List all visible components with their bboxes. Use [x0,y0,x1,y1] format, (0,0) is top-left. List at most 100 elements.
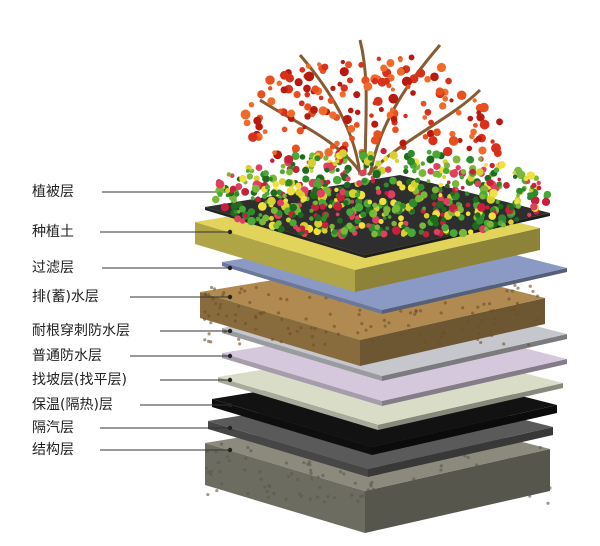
plant-foliage [408,198,418,208]
plant-foliage [475,168,484,176]
plant-foliage [441,217,446,222]
texture-grain [437,481,441,485]
plant-foliage [255,164,263,171]
plant-foliage [426,149,432,155]
plant-foliage [399,184,406,191]
plant-foliage [277,225,285,233]
texture-grain [382,318,387,322]
plant-foliage [530,196,540,205]
plant-foliage [497,203,504,210]
tree-flower [476,110,482,116]
texture-grain [220,482,224,486]
tree-flower [281,126,288,133]
tree-flower [376,56,382,62]
texture-grain [218,306,222,310]
texture-grain [202,317,207,321]
plant-foliage [443,167,450,175]
texture-grain [439,335,444,339]
tree-flower [329,111,337,119]
texture-grain [225,455,229,459]
tree-branch [259,98,364,176]
layer-filter-left-side [222,262,382,314]
plant-foliage [314,214,322,222]
plant-foliage [247,208,256,216]
tree-flower [353,121,360,128]
texture-grain [322,500,326,504]
plant-foliage [273,222,280,230]
plant-foliage [226,172,231,177]
texture-grain [520,465,524,469]
texture-grain [308,295,312,300]
plant-foliage [239,175,247,183]
tree-flower [496,118,503,126]
plant-foliage [268,215,274,221]
tree-flower [371,77,379,85]
plant-foliage [312,186,318,193]
plant-foliage [419,222,427,230]
texture-grain [466,455,470,460]
tree-flower [339,91,346,98]
tree-flower [396,67,405,76]
tree-flower [448,136,459,146]
texture-grain [493,493,497,497]
plant-foliage [346,222,353,230]
texture-grain [476,305,480,309]
plant-foliage [280,163,286,169]
plant-foliage [282,193,287,199]
plant-foliage [284,154,294,164]
plant-foliage [489,188,498,198]
texture-grain [487,302,492,306]
tree-flower [340,84,348,92]
tree-flower [424,76,431,83]
texture-grain [307,460,312,464]
plant-foliage [225,188,231,194]
tree-flower [491,143,501,154]
texture-grain [298,492,302,496]
plant-foliage [514,198,521,205]
tree-flower [329,144,336,150]
plant-foliage [441,223,449,232]
texture-grain [212,287,217,291]
texture-grain [302,461,306,465]
texture-grain [209,321,213,325]
texture-grain [403,500,407,504]
plant-foliage [500,222,506,228]
plant-foliage [458,214,465,221]
texture-grain [414,309,418,313]
texture-grain [476,325,480,329]
plant-foliage [441,206,447,212]
plant-foliage [432,202,437,207]
texture-grain [254,316,258,320]
plant-foliage [270,158,275,163]
plant-foliage [414,194,423,203]
layer-slope-leveling-front-side [378,383,563,430]
plant-foliage [292,165,300,174]
plant-foliage [276,189,282,195]
layer-drainage-front-side [360,298,545,366]
texture-grain [423,480,427,484]
plant-foliage [233,210,238,214]
texture-grain [326,494,330,499]
texture-grain [399,333,403,337]
plant-foliage [372,216,380,224]
tree-flower [380,64,388,72]
tree-flower [310,105,318,114]
plant-foliage [438,182,444,188]
tree-flower [349,135,355,142]
tree-flower [304,71,315,82]
plant-foliage [361,178,367,184]
plant-foliage [270,189,278,197]
plant-foliage [486,179,494,187]
tree-flower [318,106,328,116]
tree-flower [345,61,353,69]
leader-dot [227,447,233,453]
tree-flower [426,129,435,138]
texture-grain [203,338,207,342]
plant-foliage [268,176,273,182]
texture-grain [279,297,283,301]
tree-flower [390,87,395,92]
texture-grain [328,312,332,316]
texture-grain [502,342,506,346]
texture-grain [535,294,540,298]
plant-foliage [412,168,417,174]
